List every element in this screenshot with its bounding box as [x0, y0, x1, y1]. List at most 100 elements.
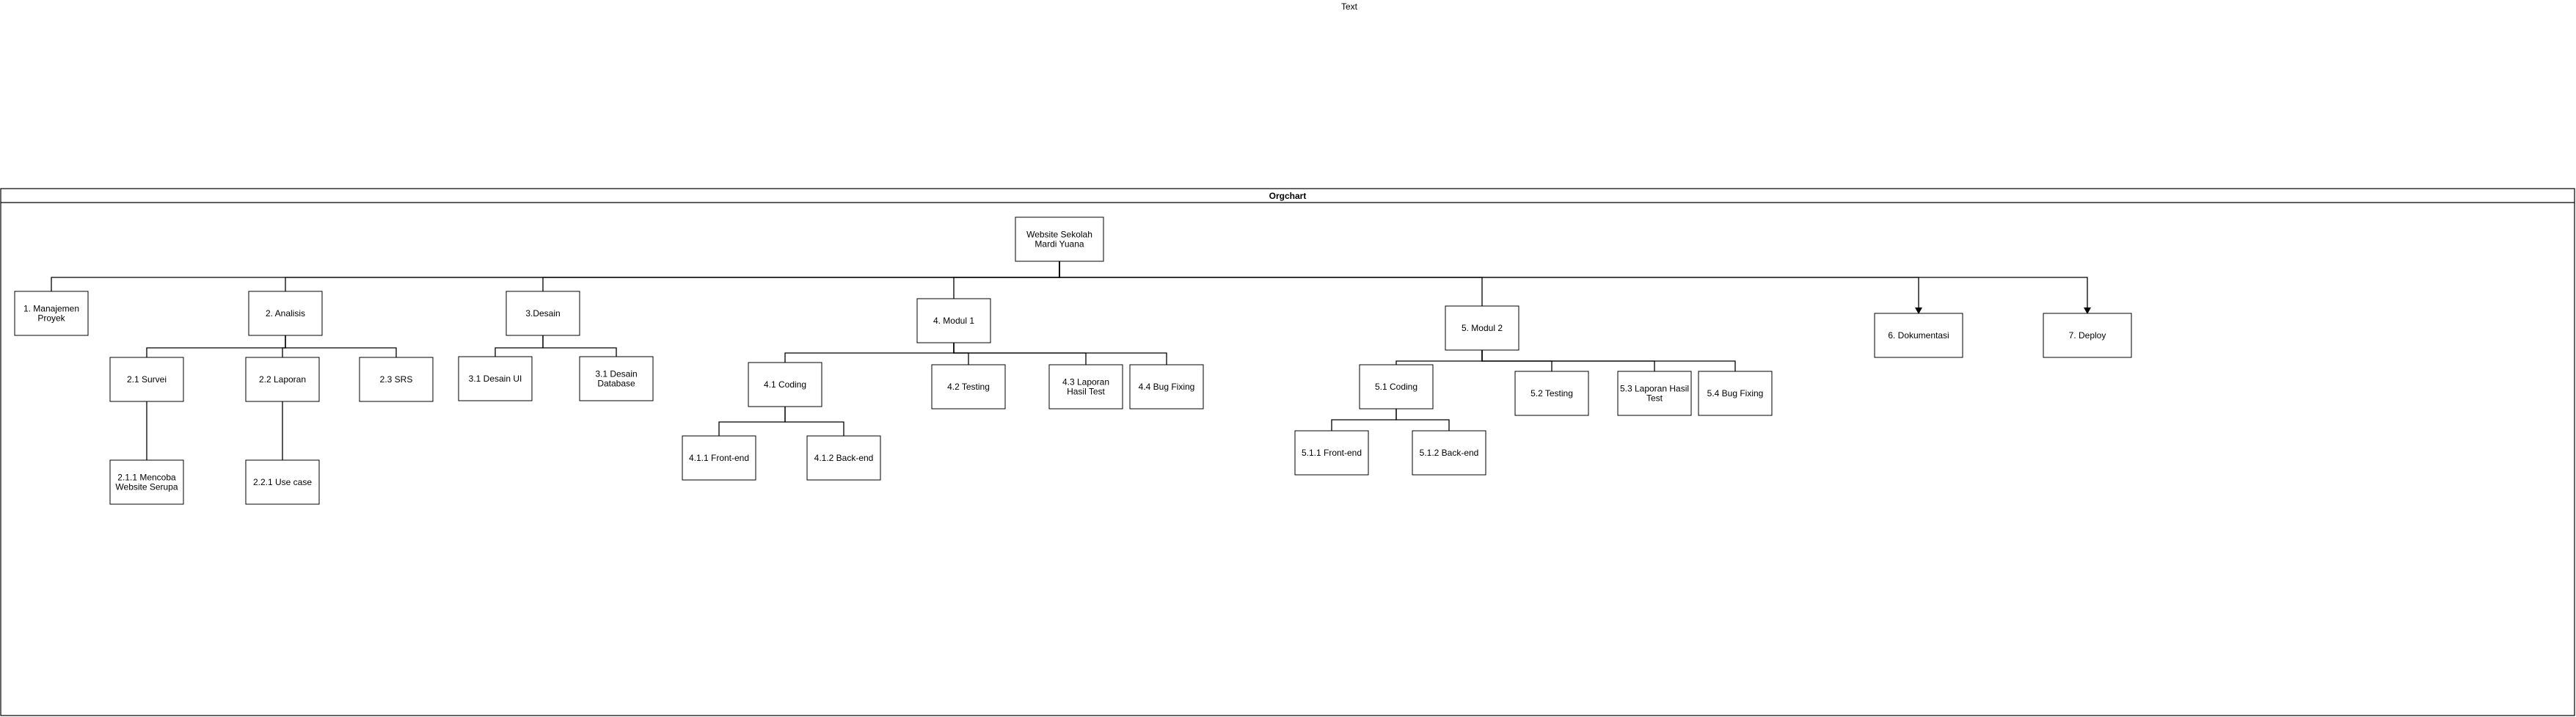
node-box	[14, 291, 89, 336]
connector-root-n7	[1059, 261, 2091, 314]
node-label: 3.Desain	[525, 308, 560, 319]
node-label: 1. Manajemen	[23, 304, 79, 314]
node-label: 4.1 Coding	[764, 379, 806, 390]
node-n23[interactable]: 2.3 SRS	[359, 357, 434, 402]
node-box	[806, 435, 881, 481]
node-label: 5.3 Laporan Hasil	[1620, 384, 1689, 394]
node-box	[1129, 364, 1204, 410]
node-n512[interactable]: 5.1.2 Back-end	[1412, 430, 1486, 476]
node-n6[interactable]: 6. Dokumentasi	[1874, 313, 1963, 358]
node-label: 2. Analisis	[266, 308, 305, 319]
node-box	[1294, 430, 1369, 476]
container-title: Orgchart	[1269, 191, 1307, 201]
node-box	[1514, 371, 1589, 416]
node-box	[1617, 371, 1692, 416]
node-label: 3.1 Desain UI	[469, 374, 522, 384]
node-n5[interactable]: 5. Modul 2	[1445, 305, 1519, 351]
connector-n2-n23	[285, 335, 397, 357]
node-label: 4.3 Laporan	[1062, 377, 1109, 387]
node-n44[interactable]: 4.4 Bug Fixing	[1129, 364, 1204, 410]
node-box	[916, 298, 991, 343]
node-label: Mardi Yuana	[1035, 239, 1084, 250]
container-border	[0, 188, 2575, 716]
node-label: 5. Modul 2	[1462, 323, 1503, 333]
node-n51[interactable]: 5.1 Coding	[1359, 364, 1434, 410]
node-box	[1874, 313, 1963, 358]
node-box	[2043, 313, 2132, 358]
orgchart-container: Orgchart	[0, 188, 2575, 716]
node-n511[interactable]: 5.1.1 Front-end	[1294, 430, 1369, 476]
node-label: 2.2.1 Use case	[253, 477, 312, 487]
node-box	[248, 291, 323, 336]
node-label: 5.4 Bug Fixing	[1707, 388, 1764, 398]
connector-n5-n54	[1481, 350, 1736, 371]
node-label: 6. Dokumentasi	[1888, 330, 1949, 341]
node-label: 5.2 Testing	[1530, 388, 1573, 398]
node-label: Test	[1646, 393, 1663, 404]
node-box	[1048, 364, 1123, 410]
node-box	[506, 291, 580, 336]
node-label: 2.3 SRS	[380, 374, 413, 385]
node-n31[interactable]: 3.1 Desain UI	[458, 356, 533, 401]
connector-n41-n412	[784, 407, 844, 436]
node-label: Database	[597, 379, 635, 389]
node-label: 7. Deploy	[2069, 330, 2106, 341]
node-label: 4. Modul 1	[933, 316, 974, 326]
free-text-label: Text	[1341, 1, 1358, 12]
node-label: 4.4 Bug Fixing	[1139, 382, 1195, 392]
node-box	[931, 364, 1006, 410]
node-label: 5.1.1 Front-end	[1302, 448, 1362, 458]
node-n22[interactable]: 2.2 Laporan	[245, 357, 320, 402]
node-box	[748, 362, 822, 407]
node-label: 4.1.1 Front-end	[689, 453, 749, 463]
node-n412[interactable]: 4.1.2 Back-end	[806, 435, 881, 481]
node-n41[interactable]: 4.1 Coding	[748, 362, 822, 407]
node-label: 2.2 Laporan	[259, 374, 306, 385]
node-n221[interactable]: 2.2.1 Use case	[245, 459, 320, 505]
node-label: Website Sekolah	[1026, 230, 1092, 240]
node-label: Proyek	[37, 313, 65, 324]
node-n42[interactable]: 4.2 Testing	[931, 364, 1006, 410]
connector-n4-n44	[953, 343, 1167, 365]
node-n2[interactable]: 2. Analisis	[248, 291, 323, 336]
node-label: 4.2 Testing	[947, 382, 990, 392]
node-box	[109, 459, 184, 505]
connector-layer	[51, 261, 2091, 460]
node-label: Website Serupa	[115, 482, 178, 492]
node-label: Hasil Test	[1067, 387, 1105, 397]
node-label: 5.1 Coding	[1375, 382, 1417, 392]
node-label: 2.1.1 Mencoba	[117, 473, 176, 483]
node-n52[interactable]: 5.2 Testing	[1514, 371, 1589, 416]
connector-n51-n512	[1395, 409, 1450, 431]
node-n54[interactable]: 5.4 Bug Fixing	[1698, 371, 1773, 416]
connector-n3-n32	[542, 335, 617, 357]
node-label: 3.1 Desain	[595, 369, 637, 379]
node-box	[1445, 305, 1519, 351]
node-label: 5.1.2 Back-end	[1420, 448, 1479, 458]
node-n21[interactable]: 2.1 Survei	[109, 357, 184, 402]
node-box	[1015, 216, 1104, 262]
node-n411[interactable]: 4.1.1 Front-end	[682, 435, 756, 481]
node-box	[1412, 430, 1486, 476]
node-box	[245, 357, 320, 402]
node-n4[interactable]: 4. Modul 1	[916, 298, 991, 343]
node-box	[245, 459, 320, 505]
node-box	[579, 356, 654, 401]
node-box	[109, 357, 184, 402]
node-box	[1359, 364, 1434, 410]
node-box	[682, 435, 756, 481]
node-label: 2.1 Survei	[127, 374, 167, 385]
node-n7[interactable]: 7. Deploy	[2043, 313, 2132, 358]
node-label: 4.1.2 Back-end	[814, 453, 874, 463]
node-box	[1698, 371, 1773, 416]
node-box	[458, 356, 533, 401]
node-n3[interactable]: 3.Desain	[506, 291, 580, 336]
